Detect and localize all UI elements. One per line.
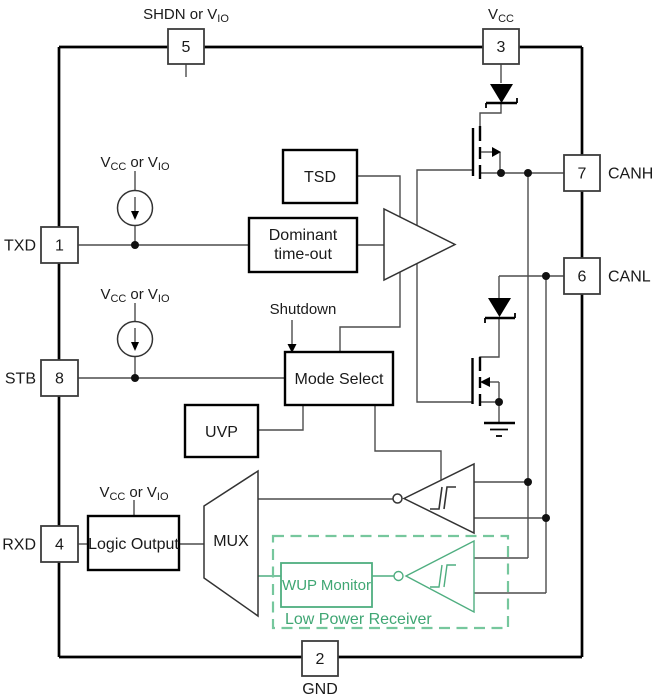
pin-1: 1 [40,226,79,264]
pin-7-number: 7 [578,166,587,183]
pin-5: 5 [167,28,205,65]
pin-2: 2 [301,640,339,677]
gnd-label: GND [302,681,338,698]
tsd-label: TSD [304,169,336,186]
pin-3: 3 [482,28,520,65]
main-receiver [392,462,475,535]
logic-output-label: Logic Output [88,536,179,553]
pin-4-number: 4 [55,537,64,554]
dominant-timeout-label-2: time-out [274,246,332,263]
pin-6-number: 6 [578,269,587,286]
canh-label: CANH [608,166,653,183]
pin-4: 4 [40,525,79,563]
current-source-stb [116,320,154,358]
driver-amplifier [383,207,457,282]
mux-shape [203,469,259,618]
pin-8: 8 [40,359,79,397]
txd-label: TXD [4,238,36,255]
shutdown-label: Shutdown [270,301,337,318]
rxd-label: RXD [2,537,36,554]
wup-monitor-box [280,562,373,608]
hysteresis-icon-green [443,564,456,588]
shutdown-arrow [287,320,297,353]
high-side-mosfet [471,126,501,179]
pin-8-number: 8 [55,371,64,388]
stb-label: STB [5,371,36,388]
hysteresis-icon [443,486,456,510]
shdn-vio-label: SHDN or VIO [143,6,229,25]
pin-7: 7 [563,154,601,192]
pin-6: 6 [563,257,601,295]
wup-monitor-label: WUP Monitor [282,577,371,594]
dominant-timeout-label-1: Dominant [269,227,338,244]
inverter-bubble-green [393,570,404,582]
junction-dots [131,169,550,522]
mode-select-label: Mode Select [295,371,384,388]
mux-label: MUX [213,533,249,550]
logic-output-block [86,514,181,572]
ground-symbol [484,421,515,437]
pin-5-number: 5 [182,39,191,56]
vcc-label: VCC [488,6,514,25]
uvp-label: UVP [205,424,238,441]
canl-zener-diode [484,298,516,323]
dominant-timeout-block [247,216,359,274]
low-power-receiver-box [271,534,510,630]
wup-receiver [393,539,475,614]
pin-2-number: 2 [316,651,325,668]
canh-zener-diode [485,84,518,108]
canl-label: CANL [608,269,651,286]
pin-1-number: 1 [55,238,64,255]
low-power-receiver-label: Low Power Receiver [285,611,432,628]
signal-wires [78,63,564,594]
mode-select-block [283,350,395,407]
current-source-txd [116,189,154,227]
pin-3-number: 3 [497,39,506,56]
low-side-mosfet [471,357,499,406]
tsd-block [281,148,359,205]
uvp-block [183,403,260,459]
inverter-bubble [392,493,403,504]
